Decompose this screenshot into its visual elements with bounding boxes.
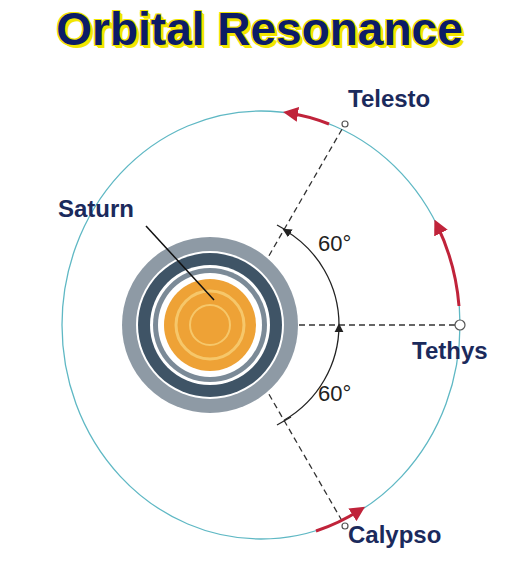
diagram-title: Orbital Resonance — [0, 4, 519, 55]
ring-gap — [136, 251, 284, 399]
angle-arc — [284, 325, 339, 420]
planet-label: Saturn — [58, 196, 134, 222]
angle-label: 60° — [318, 382, 351, 406]
moon-label: Calypso — [348, 522, 441, 548]
inner-ring — [153, 268, 267, 382]
moon-marker — [342, 523, 348, 529]
orbit-path — [62, 111, 460, 539]
angle-label: 60° — [318, 232, 351, 256]
ring-gap — [150, 265, 270, 385]
planet-disk — [164, 279, 256, 371]
moon-label: Telesto — [348, 86, 430, 112]
planet-band — [176, 291, 244, 359]
dark-ring — [138, 253, 282, 397]
moon-marker — [455, 320, 465, 330]
ring-gap — [158, 273, 262, 377]
outer-ring — [122, 237, 298, 413]
moon-marker — [342, 121, 348, 127]
planet-band — [190, 305, 230, 345]
angle-tick — [277, 417, 291, 425]
motion-arrow — [289, 113, 329, 124]
moon-label: Tethys — [412, 338, 488, 364]
leader-line — [146, 226, 214, 300]
motion-arrow — [437, 225, 459, 306]
saturn-planet — [122, 237, 298, 413]
angle-tick — [277, 225, 291, 233]
